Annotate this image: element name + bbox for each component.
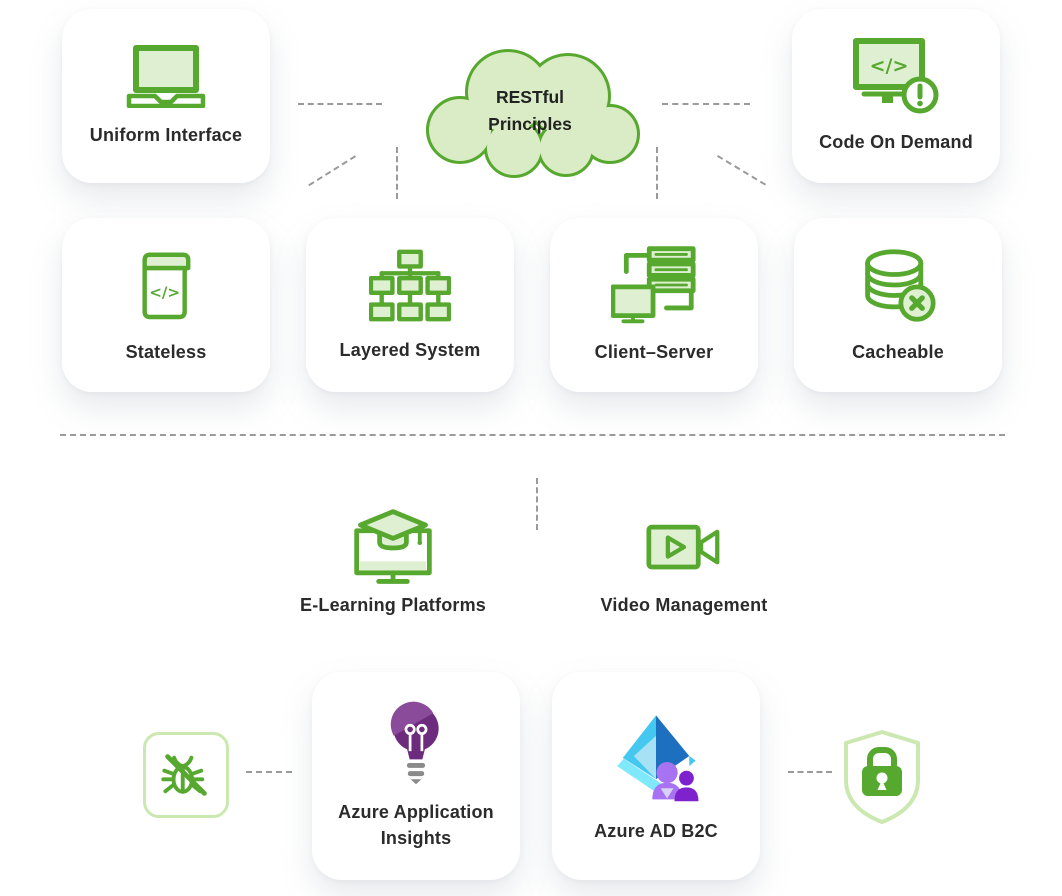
- connector-cloud-uniform-interface: [298, 103, 382, 105]
- card-label: Uniform Interface: [89, 124, 243, 145]
- card-label: Azure Application Insights: [338, 801, 494, 848]
- card-cacheable: Cacheable: [794, 218, 1002, 392]
- connector-cloud-code-on-demand: [662, 103, 750, 105]
- card-code-on-demand: </> Code On Demand: [792, 9, 1000, 183]
- code-monitor-alert-icon: </>: [853, 37, 939, 114]
- card-uniform-interface: Uniform Interface: [62, 9, 270, 183]
- application-label: Video Management: [600, 595, 768, 615]
- connector-applications: [536, 478, 538, 530]
- laptop-icon: [126, 44, 206, 108]
- bug-slash-icon: [161, 754, 207, 796]
- card-layered-system: Layered System: [306, 218, 514, 392]
- card-label: Azure AD B2C: [594, 820, 718, 841]
- bug-box: [143, 732, 229, 818]
- code-book-icon: </>: [142, 252, 191, 320]
- elearning-monitor-icon: [354, 509, 432, 584]
- database-cross-icon: [865, 249, 936, 322]
- hierarchy-icon: [369, 249, 451, 322]
- card-label: Layered System: [339, 339, 481, 360]
- connector-cloud-stateless: [308, 155, 356, 187]
- cloud-label-line1: RESTful: [495, 87, 565, 107]
- card-client-server: Client–Server: [550, 218, 758, 392]
- connector-b2c-shield: [788, 771, 832, 773]
- video-camera-icon: [646, 524, 720, 570]
- card-label: Cacheable: [852, 341, 944, 362]
- card-stateless: </> Stateless: [62, 218, 270, 392]
- application-label: E-Learning Platforms: [299, 595, 487, 615]
- card-label: Stateless: [125, 341, 207, 362]
- connector-cloud-layered-system: [396, 147, 398, 199]
- card-label: Code On Demand: [819, 131, 973, 152]
- client-server-icon: [611, 246, 696, 324]
- svg-text:</>: </>: [149, 283, 180, 301]
- shield-lock-icon: [844, 730, 920, 824]
- app-insights-bulb-icon: [390, 701, 439, 785]
- svg-text:</>: </>: [870, 55, 909, 77]
- card-label: Client–Server: [594, 341, 714, 362]
- azure-ad-b2c-icon: [617, 715, 699, 802]
- restful-principles-cloud: RESTful Principles: [416, 34, 644, 188]
- section-divider: [60, 434, 1005, 436]
- card-azure-application-insights: Azure Application Insights: [312, 672, 520, 880]
- connector-cloud-client-server: [656, 147, 658, 199]
- connector-cloud-cacheable: [716, 155, 767, 186]
- cloud-label-line2: Principles: [488, 114, 572, 134]
- card-azure-ad-b2c: Azure AD B2C: [552, 672, 760, 880]
- connector-bug-insights: [246, 771, 292, 773]
- cloud-shape: [426, 49, 640, 178]
